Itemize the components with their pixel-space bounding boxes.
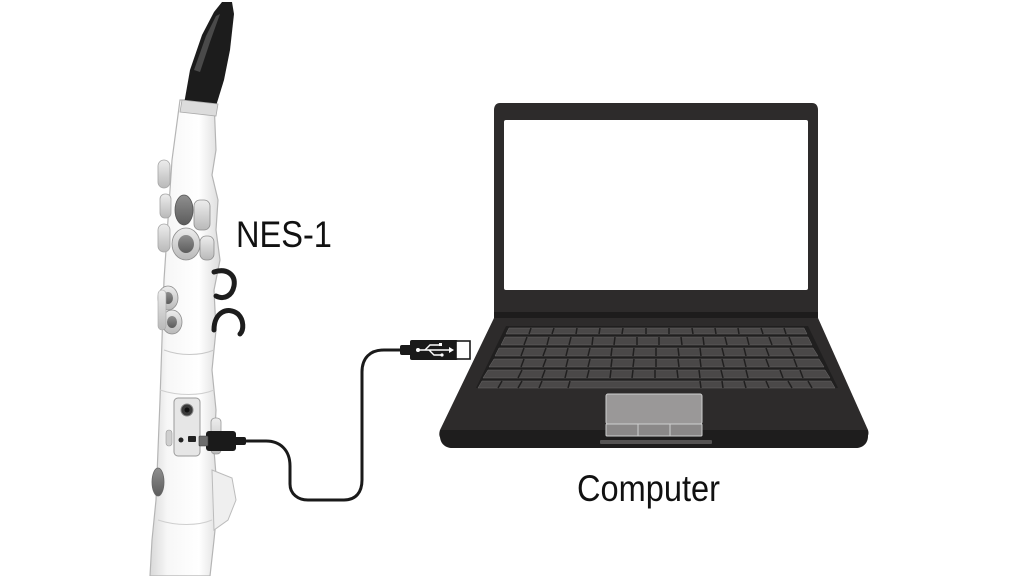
power-button xyxy=(178,437,184,443)
usb-port xyxy=(188,436,196,442)
computer-label: Computer xyxy=(577,468,720,509)
front-key xyxy=(174,194,194,226)
lower-key xyxy=(151,467,165,497)
laptop-screen xyxy=(504,120,808,290)
micro-usb-plug xyxy=(206,431,236,451)
usb-trident-icon xyxy=(416,343,454,357)
body-seam xyxy=(157,519,213,525)
cable-wire xyxy=(244,348,404,502)
body-seam xyxy=(159,389,215,395)
usb-a-strain-relief xyxy=(400,345,412,355)
laptop-hinge xyxy=(494,312,818,320)
side-key xyxy=(157,223,171,253)
keyboard xyxy=(477,327,836,389)
micro-usb-tip xyxy=(198,435,209,447)
front-key xyxy=(178,235,194,253)
mouthpiece-joint xyxy=(179,99,219,117)
instrument-label: NES-1 xyxy=(236,214,332,255)
front-key xyxy=(193,199,211,231)
side-key xyxy=(159,193,172,219)
touchpad-buttons xyxy=(605,423,703,437)
plug-strain-relief xyxy=(234,437,246,445)
usb-cable xyxy=(198,340,471,502)
headphone-jack-hole xyxy=(184,407,190,413)
laptop-base-edge xyxy=(440,430,868,448)
usb-a-metal xyxy=(455,340,471,360)
strap-hook xyxy=(211,308,246,337)
front-key xyxy=(199,235,215,261)
side-key xyxy=(165,429,173,447)
instrument-bell-side xyxy=(211,469,237,531)
key-separators xyxy=(497,327,813,389)
front-key xyxy=(167,316,177,328)
body-seam xyxy=(163,349,215,355)
mouthpiece-highlight xyxy=(194,14,220,72)
laptop-front-lip xyxy=(600,440,712,444)
instrument-nes1 xyxy=(149,2,246,576)
mouthpiece xyxy=(184,2,234,106)
keyboard-area xyxy=(476,326,838,388)
touchpad xyxy=(605,393,703,425)
side-key xyxy=(157,159,171,189)
thumb-hook xyxy=(211,268,237,301)
side-key xyxy=(157,289,167,331)
laptop-computer xyxy=(439,103,869,448)
